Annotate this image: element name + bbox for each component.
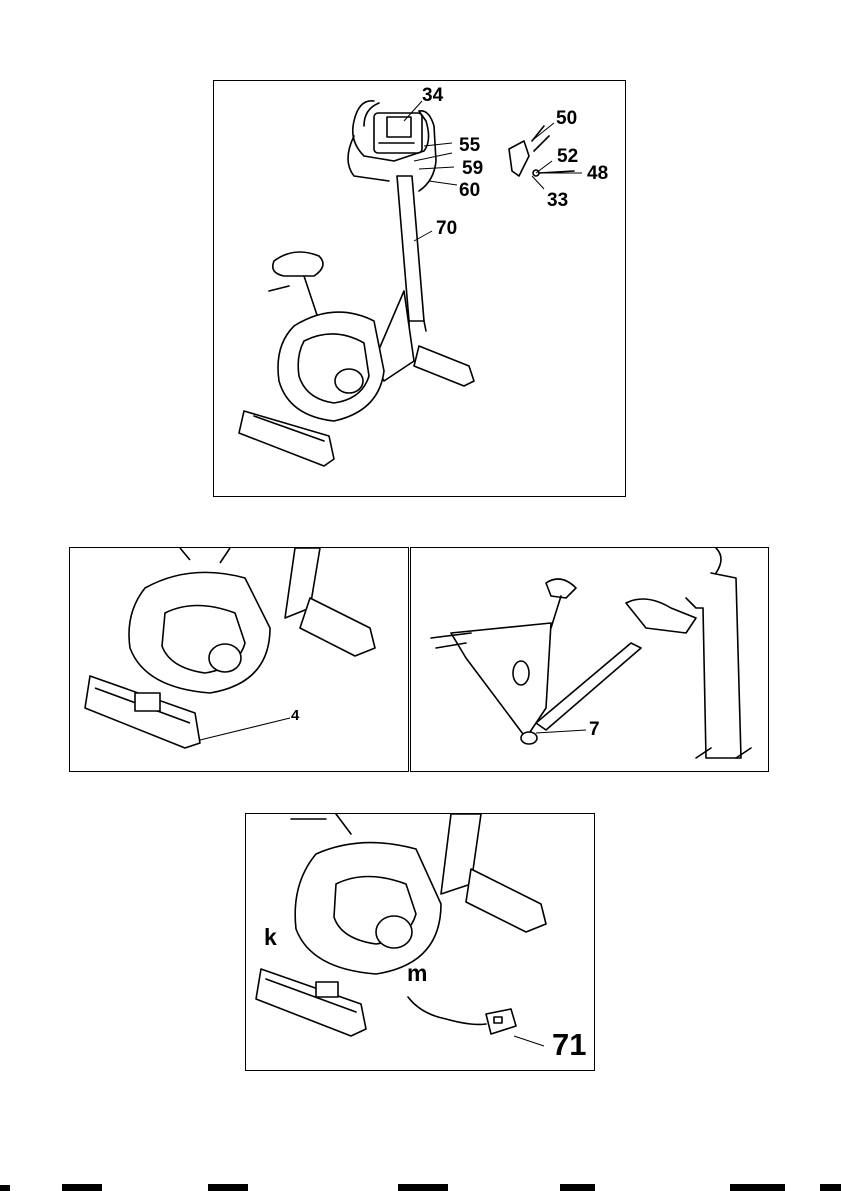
label-7: 7 <box>589 720 600 739</box>
label-48: 48 <box>587 164 608 183</box>
label-52: 52 <box>557 147 578 166</box>
leader-71 <box>514 1036 544 1046</box>
moving-panel: 7 <box>410 547 769 772</box>
label-50: 50 <box>556 109 577 128</box>
label-71: 71 <box>552 1029 586 1060</box>
label-59: 59 <box>462 159 483 178</box>
leader-52 <box>536 161 552 173</box>
front-stabilizer-panel: 4 <box>69 547 409 772</box>
leader-60 <box>429 181 457 185</box>
leader-7 <box>536 730 586 733</box>
leader-59 <box>419 167 454 169</box>
label-55: 55 <box>459 136 480 155</box>
adapter-drawing <box>246 814 596 1072</box>
label-33: 33 <box>547 191 568 210</box>
leader-55b <box>414 153 452 161</box>
power-panel: k m 71 <box>245 813 595 1071</box>
cropped-footer-marks <box>0 1181 841 1191</box>
label-60: 60 <box>459 181 480 200</box>
stabilizer-drawing <box>70 548 410 773</box>
label-34: 34 <box>422 86 443 105</box>
label-m: m <box>407 962 427 985</box>
label-k: k <box>264 926 277 949</box>
label-70: 70 <box>436 219 457 238</box>
leader-4 <box>200 718 290 740</box>
exercise-bike-drawing <box>214 81 627 498</box>
overview-panel: 34 50 55 52 59 48 60 33 70 <box>213 80 626 497</box>
leader-33 <box>532 176 544 189</box>
label-4: 4 <box>291 708 299 723</box>
